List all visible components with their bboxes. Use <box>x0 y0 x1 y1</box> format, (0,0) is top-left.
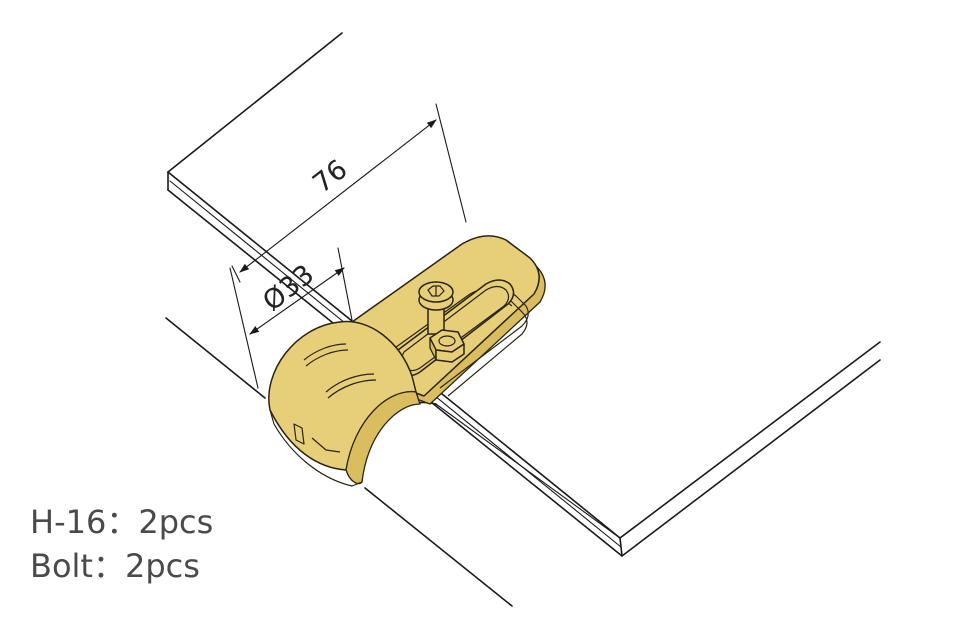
parts-row-bolt: Bolt：2pcs <box>30 544 213 588</box>
nut <box>429 329 465 363</box>
part-name: H-16 <box>30 503 107 541</box>
part-name: Bolt <box>30 547 93 585</box>
dimension-diameter-33-label: Ø33 <box>257 259 320 318</box>
part-separator: ： <box>92 547 125 585</box>
parts-row-h16: H-16：2pcs <box>30 500 213 544</box>
parts-list: H-16：2pcs Bolt：2pcs <box>30 500 213 588</box>
part-separator: ： <box>106 503 139 541</box>
dimension-76: 76 <box>231 103 467 283</box>
dimension-76-label: 76 <box>307 154 353 200</box>
pipe-clamp <box>268 320 421 487</box>
part-qty: 2pcs <box>138 503 214 541</box>
part-qty: 2pcs <box>124 547 200 585</box>
